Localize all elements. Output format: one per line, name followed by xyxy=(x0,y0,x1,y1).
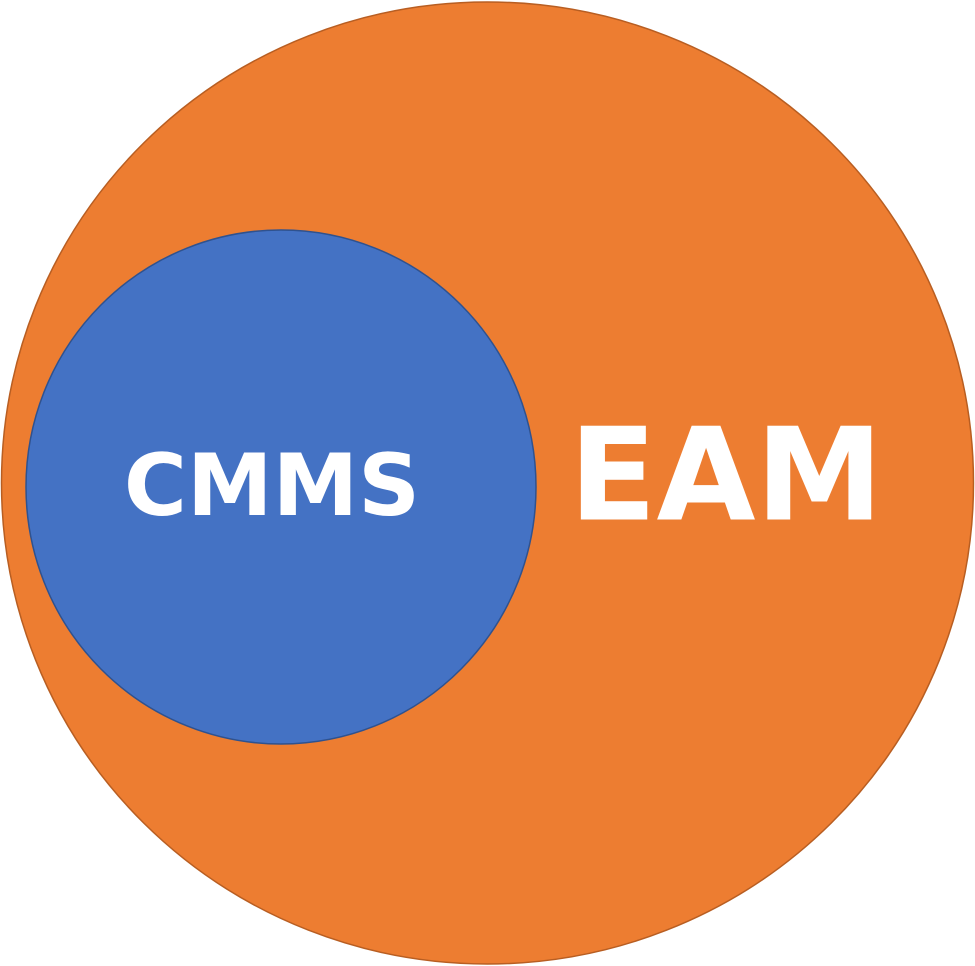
cmms-label: CMMS xyxy=(124,436,420,536)
cmms-circle xyxy=(25,229,537,745)
eam-label: EAM xyxy=(569,402,883,551)
